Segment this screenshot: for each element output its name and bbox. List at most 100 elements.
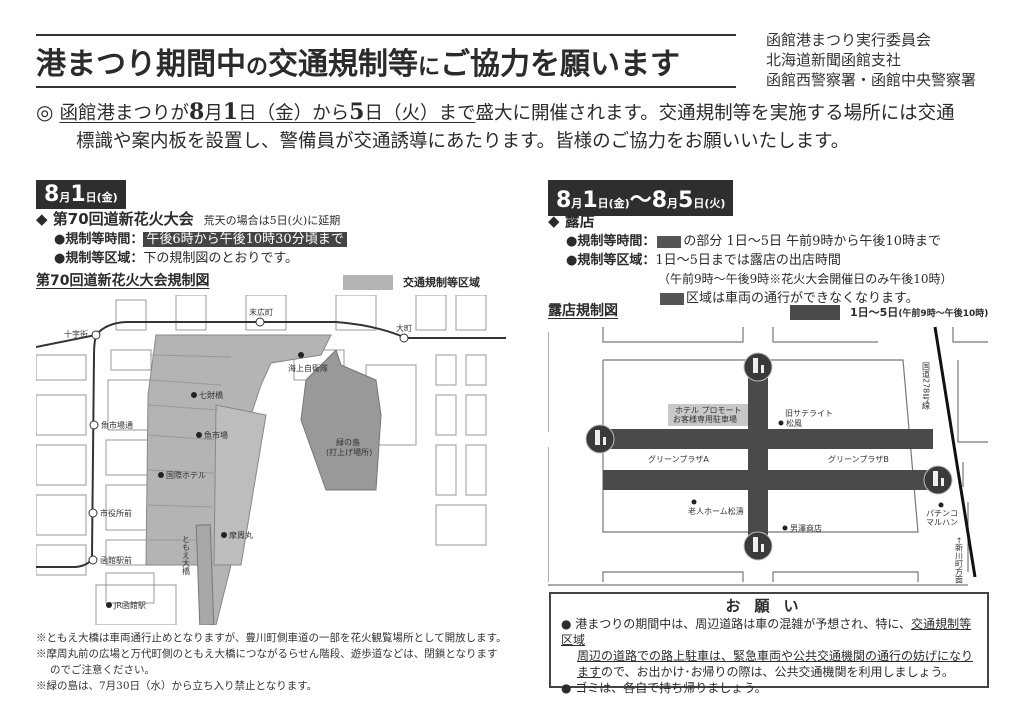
dark-swatch [657,235,682,248]
badge-text: 月 [59,191,71,204]
request-text-underlined: ます [577,665,602,679]
badge-text: 日(金) [85,191,118,204]
area-label: ●規制等区域： [54,251,144,266]
map-label: ホテル プロモート [675,406,742,415]
map-label: 市役所前 [100,508,132,518]
map-label: ←新川町方面 [955,537,964,585]
intro-day: 5 [349,99,365,125]
date-badge-aug1-5: 8月1日(金)〜8月5日(火) [548,180,734,216]
request-heading: お願い [725,597,813,615]
intro-day: 1 [222,99,239,125]
legend-sublabel: (午前9時〜午後10時) [898,308,989,319]
area-value: 下の規制図のとおりです。 [143,251,299,266]
map-label: ともえ大橋 [182,535,191,576]
area-label: ●規制等区域： [566,253,656,268]
intro-text-part: 函館港まつりが [59,103,189,124]
footnotes: ※ともえ大橋は車両通行止めとなりますが、豊川町側車道の一部を花火観覧場所として開… [36,630,507,694]
legend-swatch [790,304,840,320]
badge-day: 1 [582,188,598,213]
map-label: JR函館駅 [113,600,146,610]
double-circle-icon: ◎ [36,100,54,124]
request-text-underlined: 周辺の道路での路上駐車は、緊急車両や公共交通機関の通行の妨げになり [577,649,974,663]
area-value: 1日〜5日までは露店の出店時間 [655,253,841,268]
diamond-icon: ◆ [548,212,565,230]
intro-text-part: 盛大に開催されます。交通規制等を実施する場所には交通 [475,103,955,124]
map-label: 緑の島 [336,437,360,447]
time-value: の部分 1日〜5日 午前9時から午後10時まで [683,234,941,249]
pedestrian-icon [585,352,953,561]
organizer: 北海道新聞函館支社 [766,51,902,69]
badge-day: 5 [678,188,694,213]
intro-text-part: 日（火）まで [364,103,476,124]
organizer: 函館西警察署・函館中央警察署 [766,71,977,89]
map-label: 老人ホーム松濤 [688,506,744,516]
badge-text: 月 [667,197,679,210]
request-text-underlined: 交通規制等区域 [561,617,972,647]
map-label: 松風 [786,418,802,428]
footnote: ※摩周丸前の広場と万代町側のともえ大橋につながるらせん階段、遊歩道などは、閉鎖と… [36,648,498,660]
request-text: 港まつりの期間中は、周辺道路は車の混雑が予想され、特に、 [575,617,912,631]
stalls-map-title: 露店規制図 [548,303,618,319]
request-bullet: ● ゴミは、各自で持ち帰りましょう。 [561,681,767,695]
badge-text: 日(金) [597,197,630,210]
map-label: グリーンプラザB [828,454,889,464]
stalls-map: ホテル プロモート お客様専用駐車場 グリーンプラザA グリーンプラザB 旧サテ… [548,326,988,586]
map-label: 大町 [396,323,412,333]
legend-swatch [343,274,393,290]
request-text: ゴミは、各自で持ち帰りましょう。 [575,681,767,695]
map-label: 国際ホテル [166,470,206,480]
map-label: 男澤商店 [790,523,822,533]
title-part: 港まつり期間中 [36,47,246,82]
intro-text: ◎函館港まつりが8月1日（金）から5日（火）まで盛大に開催されます。交通規制等を… [36,98,996,156]
legend-label: 交通規制等区域 [403,276,480,289]
request-text: ので、お出かけ･お帰りの際は、公共交通機関を利用しましょう。 [601,665,954,679]
request-box: お願い ● 港まつりの期間中は、周辺道路は車の混雑が予想され、特に、交通規制等区… [549,592,989,695]
area-value: 区域は車両の通行ができなくなります。 [686,291,919,306]
map-label: 国道278号線 [922,362,931,409]
intro-dates: 函館港まつりが8月1日（金）から5日（火）まで [59,99,476,125]
badge-month: 8 [556,188,572,213]
map-label: 函館駅前 [100,555,132,565]
time-label: ●規制等時間： [54,232,144,247]
stalls-map-legend: 1日〜5日(午前9時〜午後10時) [790,304,988,320]
map-label: 旧サテライト [785,409,833,418]
title-part: の [246,55,269,80]
fireworks-map: 十字街 末広町 大町 魚市場通 市役所前 函館駅前 JR函館駅 七財橋 魚市場 … [36,295,506,625]
event-title: 露店 [564,212,595,230]
map-label: パチンコ [926,509,958,518]
map-label: 摩周丸 [229,530,253,540]
stalls-section: ◆ 露店 ●規制等時間： の部分 1日〜5日 午前9時から午後10時まで ●規制等… [548,212,953,308]
fireworks-section: ◆ 第70回道新花火大会荒天の場合は5日(火)に延期 ●規制等時間：午後6時から… [36,210,347,268]
intro-month: 8 [188,99,205,125]
organizer: 函館港まつり実行委員会 [766,31,932,49]
date-badge-aug1: 8月1日(金) [36,180,126,209]
title-part: ご協力を願います [440,47,681,82]
area-value: （午前9時〜午後9時※花火大会開催日のみ午後10時） [658,272,953,286]
intro-text-part: 日（金）から [238,103,350,124]
time-label: ●規制等時間： [566,234,656,249]
event-title: 第70回道新花火大会 [52,210,194,228]
time-value: 午後6時から午後10時30分頃まで [143,232,347,247]
intro-line-2: 標識や案内板を設置し、警備員が交通誘導にあたります。皆様のご協力をお願いいたしま… [76,131,850,152]
map-label: 末広町 [249,307,273,317]
map-label: マルハン [926,518,958,527]
map-label: 十字街 [64,329,88,339]
map-label: 海上自衛隊 [288,363,328,373]
event-note: 荒天の場合は5日(火)に延期 [203,214,341,227]
dark-swatch [660,292,684,305]
badge-text: 月 [571,197,583,210]
map-label: 魚市場通 [101,420,133,430]
map-label: (打上げ場所) [326,447,372,457]
fireworks-map-title: 第70回道新花火大会規制図 [36,273,210,289]
diamond-icon: ◆ [36,210,53,228]
map-label: 魚市場 [204,430,228,440]
legend-label: 1日〜5日 [850,306,899,319]
badge-tilde: 〜 [629,188,652,213]
organizers: 函館港まつり実行委員会 北海道新聞函館支社 函館西警察署・函館中央警察署 [766,30,976,90]
map-label: グリーンプラザA [648,454,709,464]
page-title: 港まつり期間中の交通規制等にご協力を願います [36,34,736,88]
fireworks-map-legend: 交通規制等区域 [343,274,480,290]
footnote: ※ともえ大橋は車両通行止めとなりますが、豊川町側車道の一部を花火観覧場所として開… [36,632,507,644]
title-part: に [418,55,441,80]
badge-text: 日(火) [693,197,726,210]
